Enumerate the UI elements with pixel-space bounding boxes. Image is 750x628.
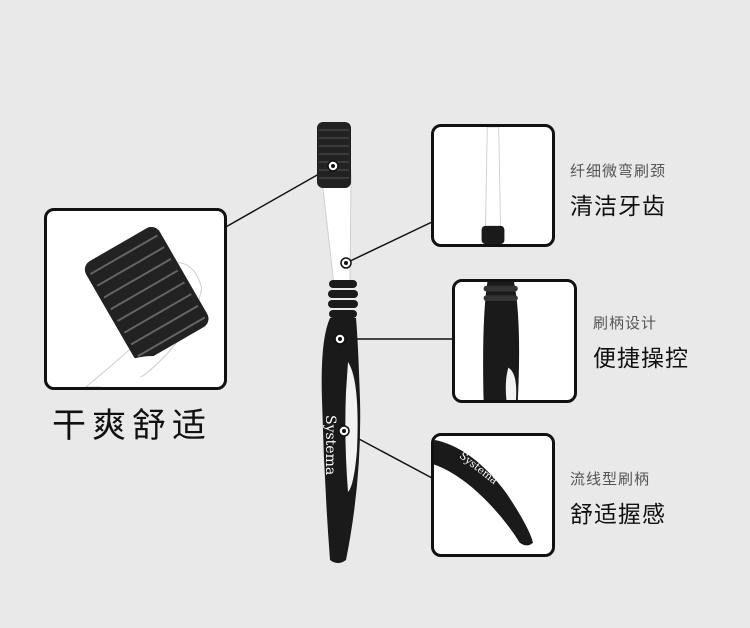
feature-3-title: 舒适握感 xyxy=(570,502,666,528)
connector-line-neck xyxy=(345,221,433,264)
feature-caption-2: 刷柄设计 便捷操控 xyxy=(593,312,689,373)
zoom-panel-head xyxy=(44,208,227,390)
bristle-closeup-image xyxy=(84,226,209,387)
feature-2-title: 便捷操控 xyxy=(593,346,689,372)
connector-line-head xyxy=(223,165,334,229)
feature-3-subtitle: 流线型刷柄 xyxy=(570,470,651,488)
feature-1-subtitle: 纤细微弯刷颈 xyxy=(570,162,667,180)
feature-caption-3: 流线型刷柄 舒适握感 xyxy=(570,468,666,529)
feature-2-subtitle: 刷柄设计 xyxy=(593,314,658,332)
neck-closeup-image xyxy=(481,127,505,244)
grip-closeup-image xyxy=(483,282,520,400)
feature-1-title: 清洁牙齿 xyxy=(570,194,666,220)
zoom-panel-neck xyxy=(431,124,555,247)
brand-label: Systema xyxy=(322,415,338,475)
handle-accent xyxy=(345,362,358,492)
main-caption: 干爽舒适 xyxy=(52,406,212,446)
zoom-panel-grip xyxy=(452,279,577,403)
handle-closeup-image: Systema xyxy=(434,439,533,546)
zoom-panel-handle: Systema xyxy=(431,433,555,557)
feature-caption-1: 纤细微弯刷颈 清洁牙齿 xyxy=(570,160,666,221)
grip-rings xyxy=(328,280,358,318)
